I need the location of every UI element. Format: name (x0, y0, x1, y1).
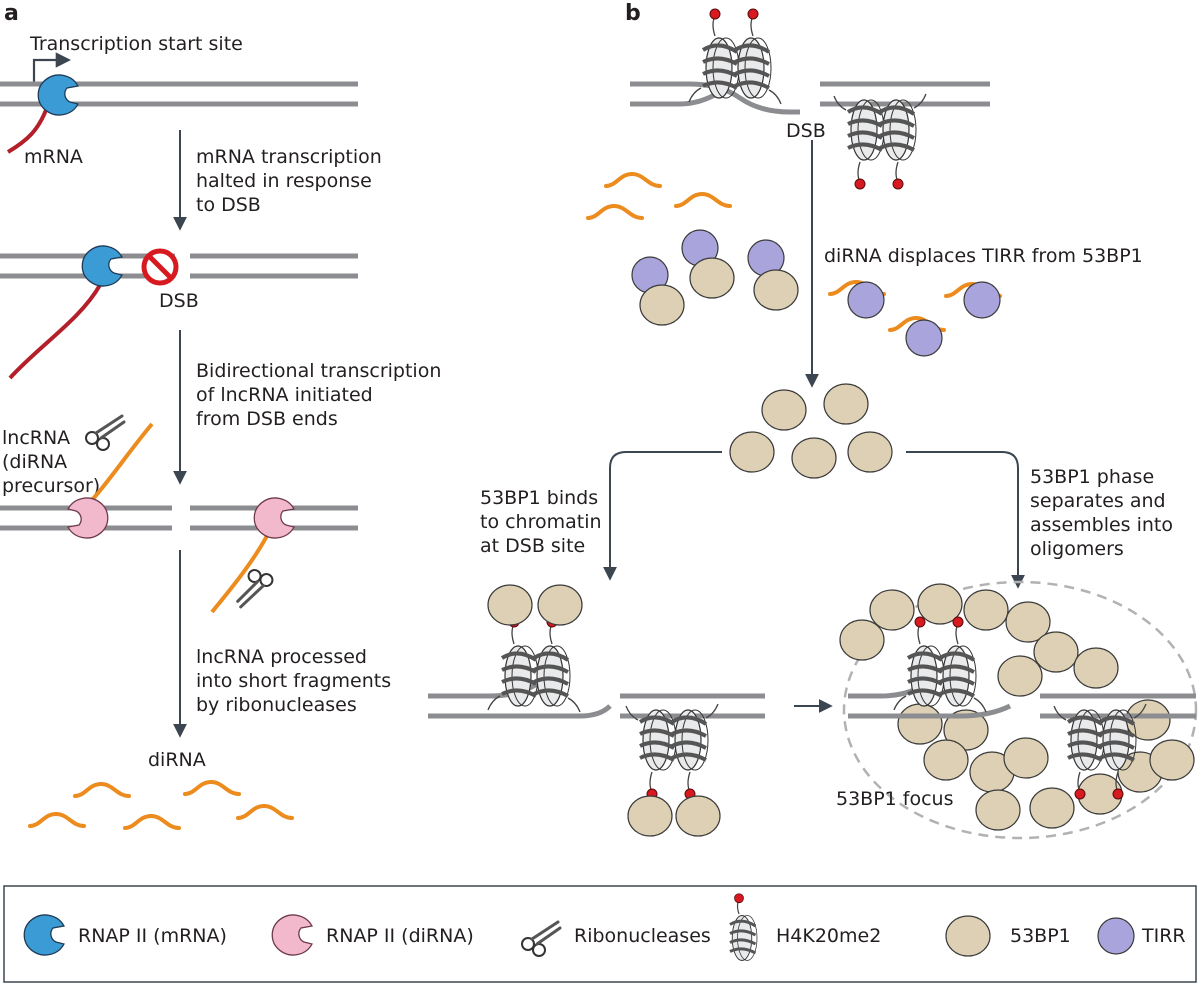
legend-rnap-mrna-label: RNAP II (mRNA) (78, 925, 227, 947)
focus-label: 53BP1 focus (836, 788, 954, 810)
step1-line1: mRNA transcription (196, 146, 382, 168)
displace-label: diRNA displaces TIRR from 53BP1 (824, 245, 1143, 267)
legend-53bp1-label: 53BP1 (1010, 925, 1071, 947)
tss-label: Transcription start site (29, 33, 243, 55)
lncrna-strand-left (90, 422, 154, 502)
rnap-dirna-2 (253, 497, 295, 539)
legend-ribonucleases-label: Ribonucleases (574, 925, 711, 947)
scissors-icon-a1 (84, 414, 126, 452)
panel-a-letter: a (4, 1, 19, 26)
mrna-label: mRNA (24, 146, 83, 168)
lncrna-line1: lncRNA (2, 427, 70, 449)
tss-arrow (32, 52, 72, 82)
focus-boundary (842, 580, 1198, 840)
binds-line1: 53BP1 binds (480, 487, 598, 509)
dsb-label-a: DSB (159, 290, 199, 312)
step3-line2: into short fragments (196, 670, 391, 692)
legend-tirr-label: TIRR (1141, 925, 1186, 947)
panel-b-letter: b (625, 1, 641, 26)
dirna-label: diRNA (148, 749, 206, 771)
scissors-icon-a2 (231, 565, 278, 609)
step1-line3: to DSB (196, 194, 261, 216)
dna-row-3 (0, 505, 358, 531)
mrna-strand-long (8, 284, 102, 380)
mrna-strand (6, 109, 48, 154)
53bp1-focus-cluster (839, 583, 1196, 831)
legend-box (3, 885, 1197, 983)
lncrna-strand-right (210, 529, 272, 614)
chromatin-top-right (820, 81, 990, 189)
phase-line1: 53BP1 phase (1030, 466, 1154, 488)
chromatin-bound-53bp1 (428, 584, 765, 837)
rnap-mrna-2 (81, 245, 123, 287)
legend: RNAP II (mRNA) RNAP II (diRNA) Ribonucle… (23, 893, 1186, 962)
phase-line4: oligomers (1030, 538, 1124, 560)
rnap-dirna-1 (67, 497, 109, 539)
lncrna-line3: precursor) (2, 475, 100, 497)
binds-line3: at DSB site (480, 535, 585, 557)
step2-line3: from DSB ends (196, 408, 338, 430)
step2-line1: Bidirectional transcription (196, 360, 441, 382)
step3-line3: by ribonucleases (196, 694, 357, 716)
arrow-b-right (906, 451, 1025, 589)
step1-line2: halted in response (196, 170, 372, 192)
step3-line1: lncRNA processed (196, 646, 367, 668)
stop-icon (141, 248, 179, 286)
rnap-mrna-1 (37, 74, 79, 116)
dsb-label-b: DSB (786, 120, 826, 142)
dirna-fragments-a (28, 780, 294, 830)
legend-rnap-dirna-label: RNAP II (diRNA) (326, 925, 474, 947)
lncrna-line2: (diRNA (2, 451, 67, 473)
free-53bp1 (729, 383, 893, 479)
arrow-b-left (603, 451, 722, 581)
legend-53bp1-icon (945, 915, 991, 957)
step2-line2: of lncRNA initiated (196, 384, 373, 406)
legend-h4k20me2-label: H4K20me2 (776, 925, 881, 947)
phase-line2: separates and (1030, 490, 1166, 512)
chromatin-top-left (630, 9, 800, 115)
phase-line3: assembles into (1030, 514, 1173, 536)
binds-line2: to chromatin (480, 511, 602, 533)
bp-tirr-complexes (631, 229, 799, 326)
legend-nucleosome-icon (728, 893, 759, 962)
tirr-dirna-complexes (828, 280, 1002, 357)
dna-row-2 (0, 253, 358, 279)
legend-tirr-icon (1097, 917, 1135, 955)
dirna-fragments-b (586, 172, 732, 220)
